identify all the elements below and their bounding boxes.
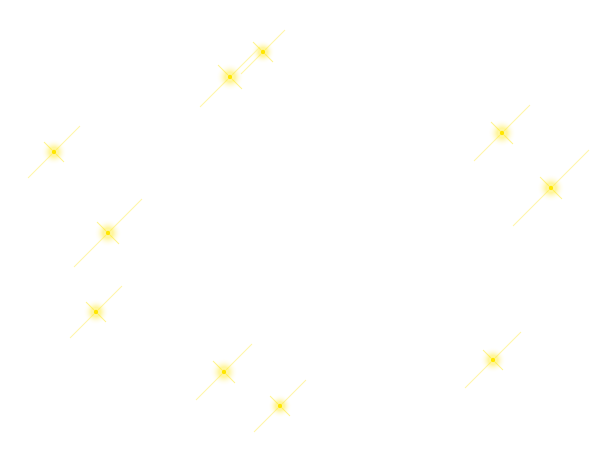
sparkle-icon	[27, 125, 81, 179]
sparkle-icon	[199, 46, 261, 108]
sparkle-icon	[512, 149, 590, 227]
sparkle-core	[490, 357, 496, 363]
sparkle-core	[260, 49, 266, 55]
sparkle-icon	[73, 198, 143, 268]
sparkle-core	[277, 403, 283, 409]
sparkle-icon	[240, 29, 286, 75]
sparkle-icon	[464, 331, 522, 389]
sparkle-core	[93, 309, 99, 315]
sparkle-core	[499, 130, 505, 136]
sparkle-core	[221, 369, 227, 375]
sparkle-icon	[473, 104, 531, 162]
sparkle-core	[51, 149, 57, 155]
sparkle-core	[227, 74, 233, 80]
sparkle-icon	[253, 379, 307, 433]
sparkle-icon	[69, 285, 123, 339]
sparkle-core	[105, 230, 111, 236]
sparkle-core	[548, 185, 554, 191]
sparkle-icon	[195, 343, 253, 401]
